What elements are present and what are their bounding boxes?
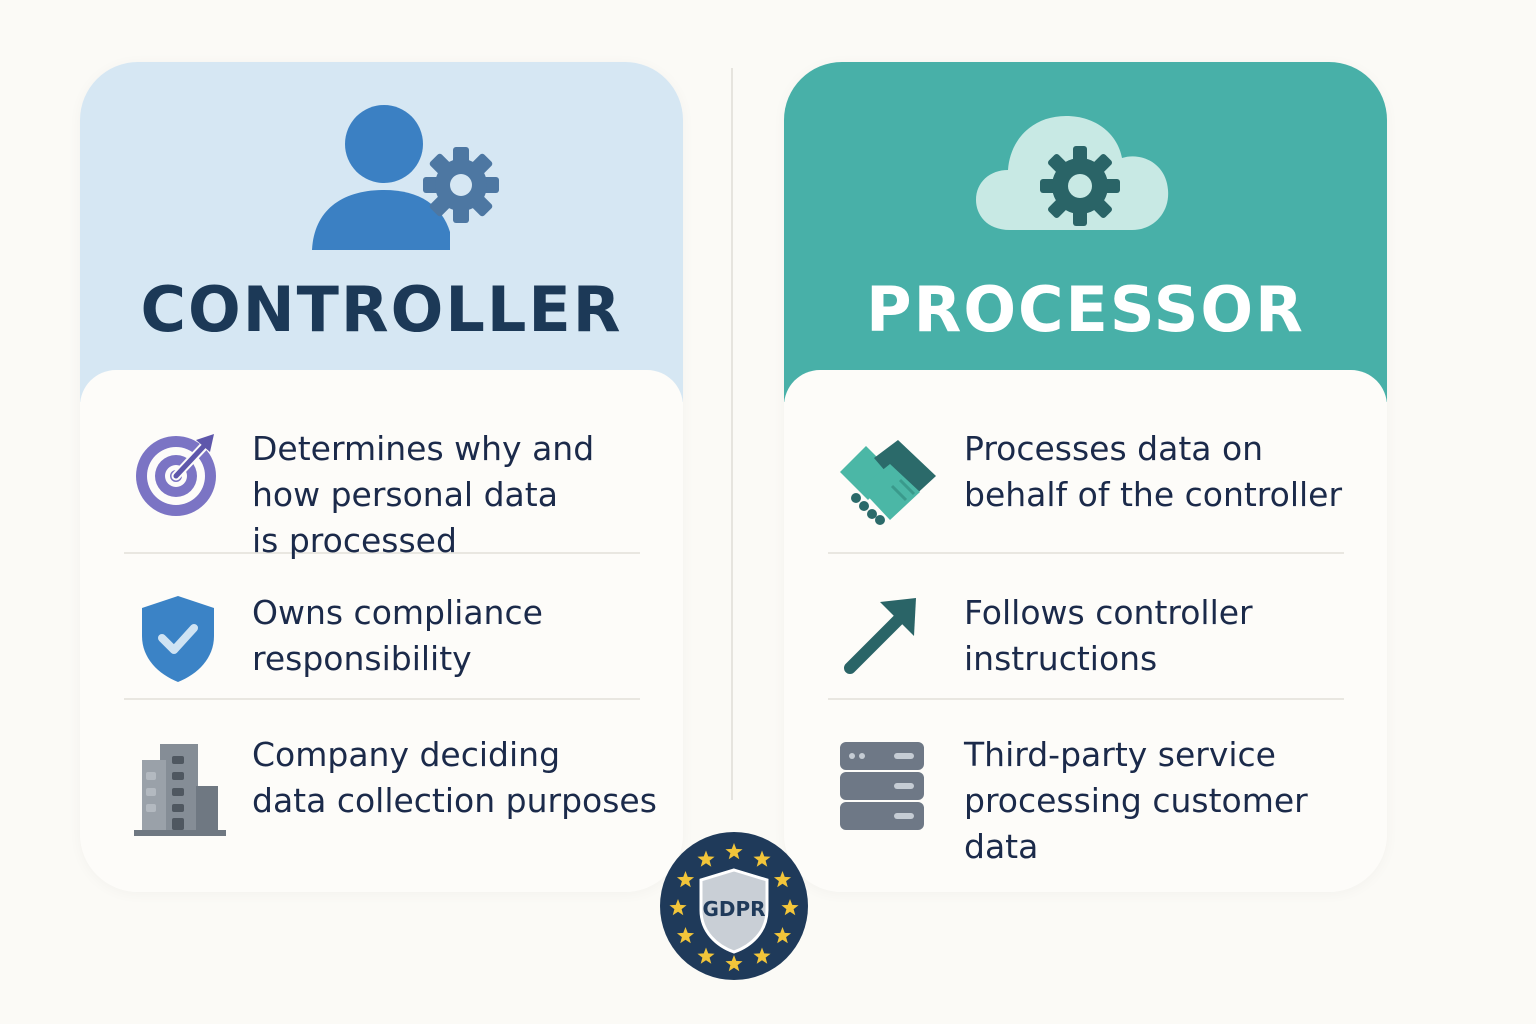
controller-title: CONTROLLER [140,273,623,346]
handshake-icon [840,440,936,525]
eu-star-icon [753,947,771,964]
cloud-gear-icon [976,116,1169,230]
eu-star-icon [773,927,792,944]
eu-star-icon [676,871,695,888]
processor-header: PROCESSOR [784,62,1387,402]
processor-card: PROCESSOR Processes data on behalf of th… [784,62,1387,892]
controller-card: CONTROLLER Determines why and how person… [80,62,683,892]
eu-star-icon [725,955,743,972]
controller-item-text: Owns compliance responsibility [252,593,543,678]
shield-check-icon [142,596,214,682]
processor-item-text: Processes data on behalf of the controll… [964,429,1343,514]
eu-star-icon [697,850,715,867]
processor-title: PROCESSOR [866,273,1305,346]
eu-star-icon [725,843,743,860]
processor-list: Processes data on behalf of the controll… [784,370,1387,892]
controller-item-text: Company deciding data collection purpose… [252,735,657,820]
processor-item: Third-party service processing customer … [828,700,1344,870]
user-gear-icon [312,105,499,250]
eu-star-icon [676,927,695,944]
building-icon [134,744,226,836]
processor-item-text: Follows controller instructions [964,593,1253,678]
controller-header: CONTROLLER [80,62,683,402]
gdpr-eu-stars-icon: GDPR [660,832,808,980]
processor-item: Follows controller instructions [828,554,1344,700]
controller-item: Company deciding data collection purpose… [124,700,657,860]
eu-star-icon [773,871,792,888]
eu-star-icon [753,850,771,867]
arrow-up-right-icon [844,598,916,674]
processor-item: Processes data on behalf of the controll… [828,392,1344,554]
eu-star-icon [697,947,715,964]
controller-item: Determines why and how personal data is … [124,392,640,560]
controller-item: Owns compliance responsibility [124,554,640,700]
center-divider [731,68,733,800]
gdpr-label: GDPR [702,897,765,921]
controller-list: Determines why and how personal data is … [80,370,683,892]
eu-star-icon [669,899,687,916]
target-icon [136,434,216,516]
eu-star-icon [781,899,799,916]
server-icon [840,742,924,830]
controller-item-text: Determines why and how personal data is … [252,429,595,560]
processor-item-text: Third-party service processing customer … [964,735,1308,866]
